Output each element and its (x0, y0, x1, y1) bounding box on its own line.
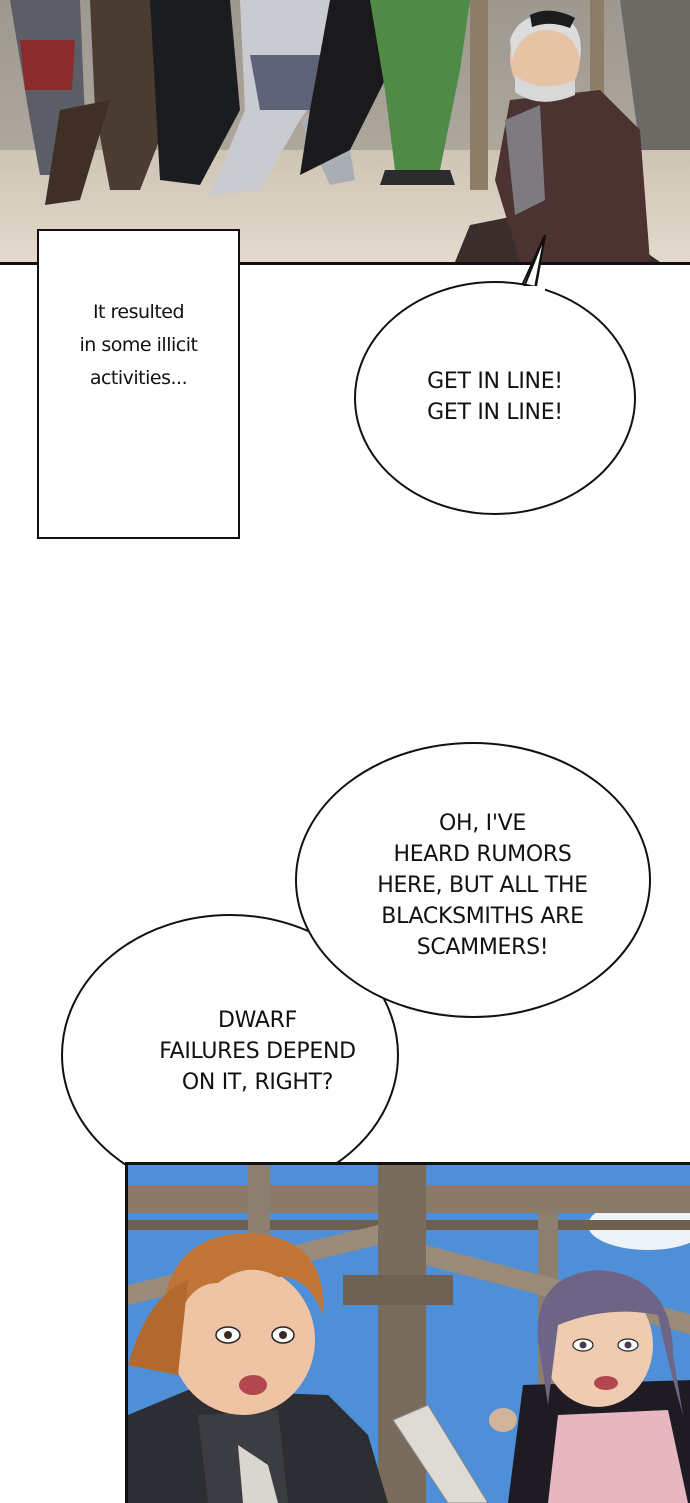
top-illustration-panel (0, 0, 690, 265)
characters-scene-illustration (128, 1165, 690, 1503)
purple-haired-character (392, 1270, 690, 1503)
orange-haired-character (128, 1233, 388, 1503)
bubble-text-dwarf: DWARF FAILURES DEPEND ON IT, RIGHT? (140, 1005, 375, 1098)
narration-caption-text: It resulted in some illicit activities..… (80, 296, 198, 395)
bubble-line: BLACKSMITHS ARE (381, 904, 584, 929)
bubble-text-rumors: OH, I'VE HEARD RUMORS HERE, BUT ALL THE … (360, 808, 605, 963)
bubble-line: DWARF (218, 1008, 297, 1033)
bubble-line: FAILURES DEPEND (159, 1039, 356, 1064)
bubble-text-get-in-line: GET IN LINE! GET IN LINE! (395, 366, 595, 428)
caption-line: in some illicit (79, 333, 198, 356)
bubble-line: HEARD RUMORS (393, 842, 572, 867)
bubble-line: OH, I'VE (439, 811, 526, 836)
caption-line: It resulted (92, 300, 185, 323)
speech-bubble-get-in-line (354, 234, 636, 515)
bubble-line: ON IT, RIGHT? (181, 1070, 334, 1095)
bottom-illustration-panel (125, 1162, 690, 1503)
narration-caption-box: It resulted in some illicit activities..… (37, 229, 240, 539)
caption-line: activities... (89, 366, 188, 389)
bubble-line: GET IN LINE! (427, 400, 563, 425)
crowd-scene-illustration (0, 0, 690, 262)
speech-bubble-rumors (295, 742, 651, 1018)
bubble-line: SCAMMERS! (416, 935, 549, 960)
bubble-line: GET IN LINE! (427, 369, 563, 394)
bubble-line: HERE, BUT ALL THE (377, 873, 588, 898)
